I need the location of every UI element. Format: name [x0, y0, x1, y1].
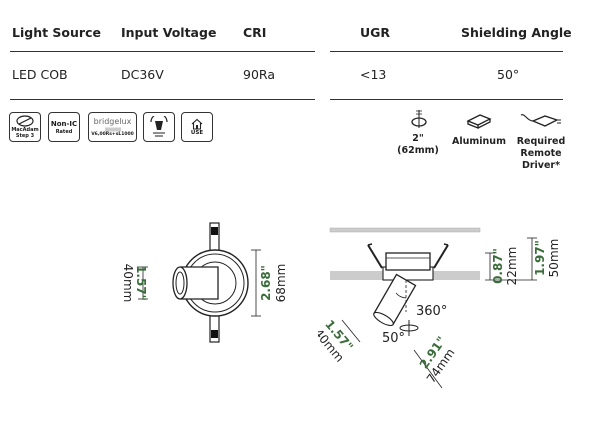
value-light-source: LED COB [12, 67, 68, 82]
macadam-text-1: MacAdam [11, 127, 39, 133]
tilt-angle: 50° [382, 331, 405, 346]
table-rule-bottom-left [10, 99, 315, 100]
header-cri: CRI [243, 25, 267, 40]
value-input-voltage: DC36V [121, 67, 164, 82]
macadam-badge: MacAdam Step 3 [9, 112, 41, 142]
value-cri: 90Ra [243, 67, 275, 82]
driver-line-2: Remote [520, 148, 562, 159]
cutout-size-icon [411, 110, 427, 128]
remote-driver-icon [520, 114, 561, 127]
bridgelux-logo: bridgelux [93, 116, 132, 126]
size-inches: 2" [412, 133, 424, 144]
rotation-angle: 360° [416, 304, 447, 319]
driver-line-1: Required [516, 136, 566, 147]
aluminum-profile-icon [466, 114, 492, 129]
non-ic-badge: Non-IC Rated [48, 112, 80, 142]
front-height-mm: 40mm [121, 264, 135, 303]
use-badge: USE [181, 112, 213, 142]
table-rule-bottom-right [330, 99, 563, 100]
non-ic-text: Non-IC [50, 119, 78, 128]
header-ugr: UGR [360, 25, 391, 40]
table-rule-top-right [330, 51, 563, 52]
driver-line-3: Driver* [521, 160, 561, 171]
front-width-mm: 68mm [274, 264, 288, 303]
material-label: Aluminum [452, 136, 506, 147]
size-mm: (62mm) [397, 145, 439, 156]
macadam-text-2: Step 3 [15, 133, 35, 139]
header-input-voltage: Input Voltage [121, 25, 217, 40]
lamp-badge [143, 112, 175, 142]
table-rule-top-left [10, 51, 315, 52]
front-width-inches: 2.68" [259, 265, 273, 301]
rotating-lamp-icon [150, 116, 168, 137]
bridgelux-chip-icon [104, 127, 121, 131]
front-height-inches: 1.57" [134, 265, 148, 301]
value-shielding-angle: 50° [497, 67, 520, 82]
side-view-drawing: 0.87" 22mm 1.97" 50mm 360° 50° 1.57" 40m… [318, 227, 561, 389]
bridgelux-chip-text: V6,00Rs+sL1000 [91, 131, 134, 137]
front-view-drawing: 1.57" 40mm 2.68" 68mm [121, 222, 288, 343]
header-shielding-angle: Shielding Angle [461, 25, 572, 40]
non-ic-rated-text: Rated [55, 128, 73, 135]
macadam-icon [16, 115, 34, 127]
value-ugr: <13 [360, 67, 387, 82]
side-trim-mm: 22mm [505, 247, 519, 286]
side-total-inches: 1.97" [533, 240, 547, 276]
use-text: USE [190, 130, 204, 136]
house-icon [191, 118, 203, 130]
side-total-mm: 50mm [547, 239, 561, 278]
side-trim-inches: 0.87" [491, 248, 505, 284]
bridgelux-badge: bridgelux V6,00Rs+sL1000 [88, 112, 137, 142]
header-light-source: Light Source [12, 25, 101, 40]
